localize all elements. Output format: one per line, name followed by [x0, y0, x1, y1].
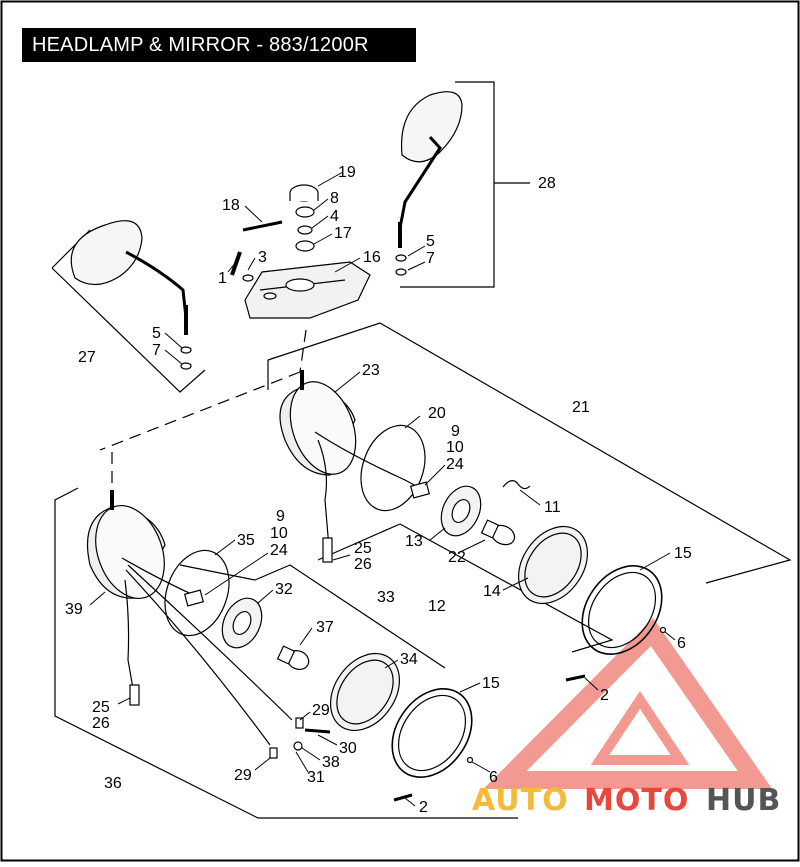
leader-lines [89, 171, 676, 807]
watermark-moto: MOTO [584, 783, 689, 818]
callout-26-upper: 26 [354, 556, 372, 573]
callout-3: 3 [258, 249, 267, 266]
callout-6-upper: 6 [677, 635, 686, 652]
callout-11: 11 [544, 499, 561, 516]
watermark-hub: HUB [706, 783, 781, 818]
callout-39: 39 [65, 601, 83, 618]
watermark-logo [483, 617, 773, 789]
callout-30: 30 [339, 740, 357, 757]
upper-headlamp [279, 370, 667, 682]
callout-13: 13 [405, 533, 423, 550]
callout-10-upper: 10 [446, 439, 464, 456]
callout-16: 16 [363, 249, 381, 266]
top-clamp [230, 184, 371, 319]
callout-19: 19 [338, 164, 356, 181]
callout-27: 27 [78, 349, 96, 366]
callout-24-lower: 24 [270, 542, 288, 559]
callout-17: 17 [334, 225, 352, 242]
callout-7-left-mirror: 7 [152, 342, 161, 359]
callout-2-lower: 2 [419, 799, 428, 816]
callout-15-lower: 15 [482, 675, 500, 692]
callout-36: 36 [104, 775, 122, 792]
left-mirror [70, 220, 192, 370]
callout-22: 22 [448, 549, 466, 566]
centerlines [99, 329, 307, 495]
callout-5-left-mirror: 5 [152, 325, 161, 342]
group-brackets [51, 81, 792, 819]
callout-25-lower: 25 [92, 699, 110, 716]
callout-6-lower: 6 [489, 769, 498, 786]
callout-4: 4 [330, 208, 339, 225]
callout-21: 21 [572, 399, 590, 416]
callout-37: 37 [316, 619, 334, 636]
right-mirror [395, 91, 463, 276]
callout-8: 8 [330, 190, 339, 207]
diagram-title: HEADLAMP & MIRROR - 883/1200R [22, 28, 416, 62]
callout-5-right-mirror: 5 [426, 233, 435, 250]
callout-38: 38 [322, 754, 340, 771]
callout-9-lower: 9 [276, 508, 285, 525]
callout-9-upper: 9 [451, 423, 460, 440]
watermark-auto: AUTO [472, 783, 569, 818]
callout-14: 14 [483, 583, 501, 600]
callout-33: 33 [377, 589, 395, 606]
callout-29-lower: 29 [234, 767, 252, 784]
callout-29-upper: 29 [312, 702, 330, 719]
callout-25-upper: 25 [354, 540, 372, 557]
callout-1: 1 [218, 270, 227, 287]
callout-28: 28 [538, 175, 556, 192]
callout-labels: 1 3 16 18 19 8 4 17 28 5 7 5 7 27 23 20 … [65, 164, 692, 816]
callout-26-lower: 26 [92, 715, 110, 732]
callout-15-upper: 15 [674, 545, 692, 562]
lower-headlamp [86, 490, 474, 802]
callout-12: 12 [428, 598, 446, 615]
callout-31: 31 [307, 769, 325, 786]
callout-18: 18 [222, 197, 240, 214]
callout-2-upper: 2 [600, 687, 609, 704]
callout-10-lower: 10 [270, 525, 288, 542]
callout-34: 34 [400, 651, 418, 668]
callout-20: 20 [428, 405, 446, 422]
callout-35: 35 [237, 532, 255, 549]
callout-24-upper: 24 [446, 456, 464, 473]
callout-32: 32 [275, 581, 293, 598]
watermark-text: AUTO MOTO HUB [472, 783, 781, 818]
callout-23: 23 [362, 362, 380, 379]
callout-7-right-mirror: 7 [426, 250, 435, 267]
